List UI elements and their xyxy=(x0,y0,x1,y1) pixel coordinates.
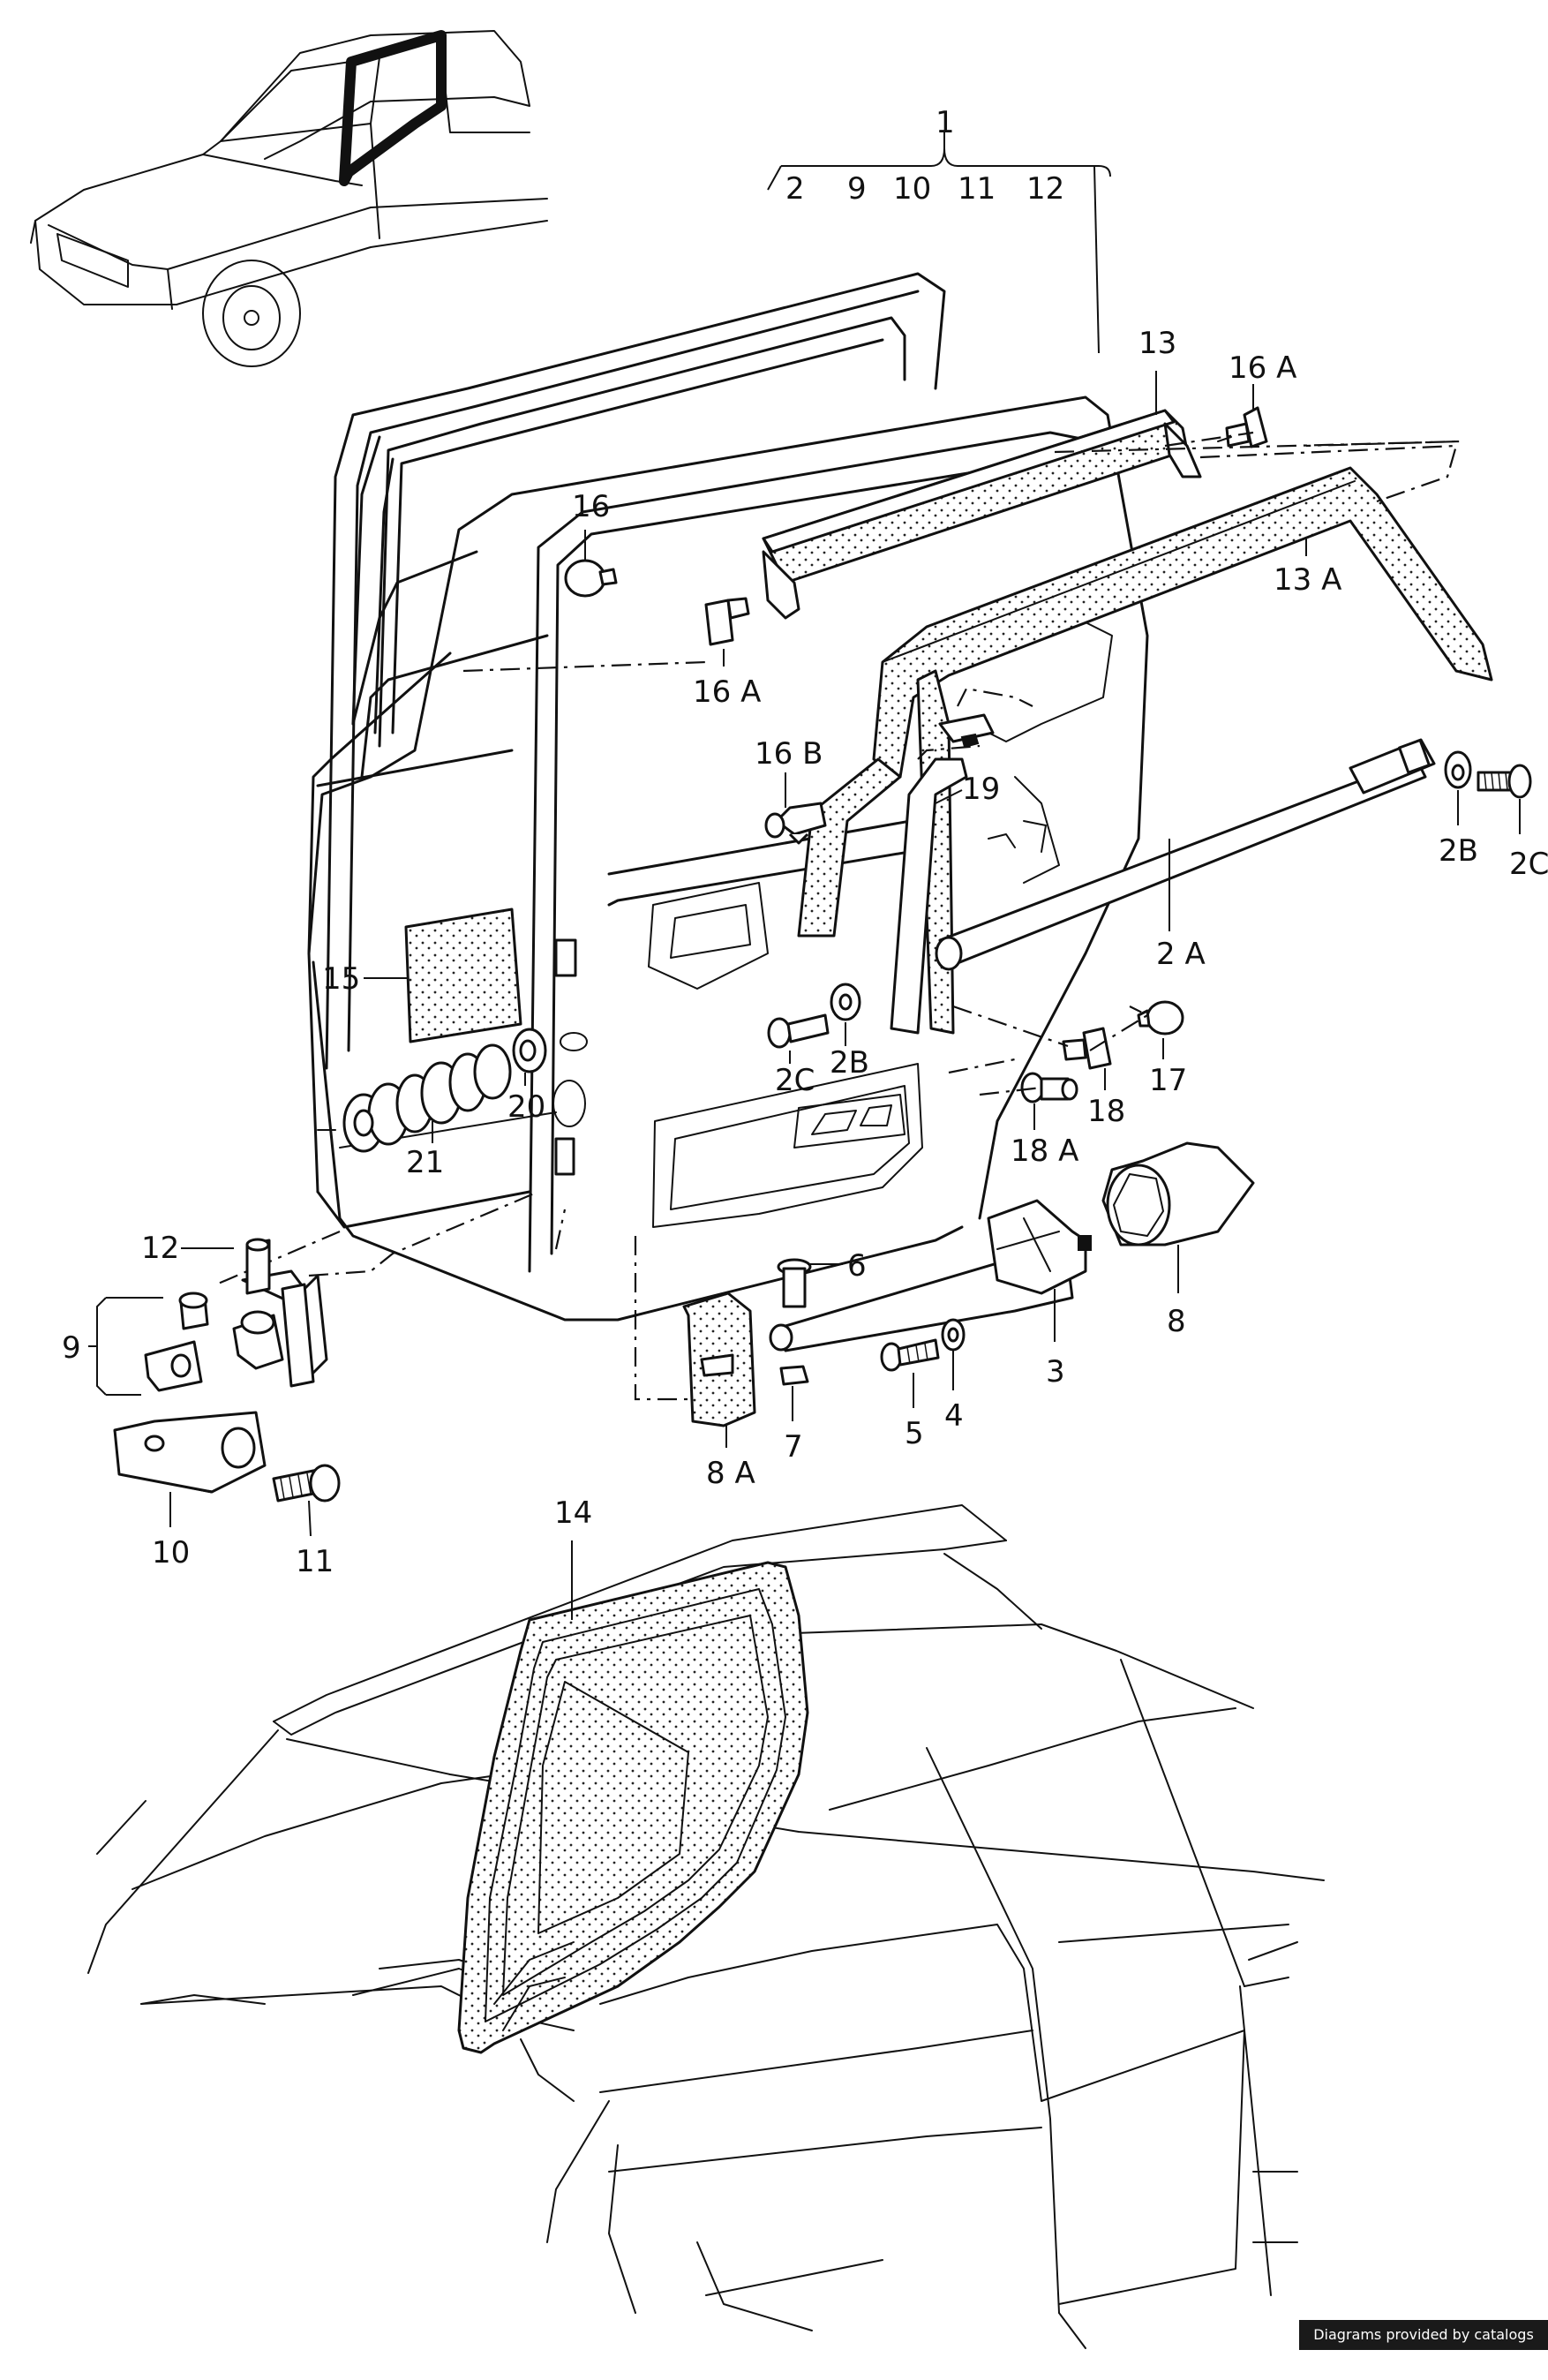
part-2A-window-rod xyxy=(935,738,1436,971)
label-11: 11 xyxy=(958,171,996,207)
label-6: 6 xyxy=(847,1248,867,1284)
label-14: 14 xyxy=(554,1495,592,1531)
part-2C-screw xyxy=(767,1013,830,1049)
part-21-wiring-boot xyxy=(342,1043,512,1153)
part-17-plug xyxy=(1137,1000,1184,1036)
label-7: 7 xyxy=(784,1429,803,1465)
label-13: 13 xyxy=(1138,326,1176,361)
label-5: 5 xyxy=(905,1416,924,1451)
part-16A-top-clip xyxy=(1217,406,1268,448)
label-2: 2 xyxy=(785,171,805,207)
part-2B-washer-right xyxy=(1444,750,1472,789)
label-2C: 2C xyxy=(775,1063,815,1098)
part-16-clip xyxy=(564,559,618,598)
part-4-washer xyxy=(941,1318,966,1352)
label-12: 12 xyxy=(1026,171,1064,207)
label-16A-top: 16 A xyxy=(1229,350,1296,386)
part-19-guide-rail xyxy=(890,713,995,1035)
front-door-outline xyxy=(307,435,557,1229)
part-7-clip xyxy=(779,1365,809,1386)
part-16B-clip xyxy=(764,802,827,845)
callout-leaders xyxy=(88,371,1521,1620)
label-11b: 11 xyxy=(296,1544,334,1579)
label-10: 10 xyxy=(893,171,931,207)
part-14-door-seal xyxy=(457,1561,809,2054)
label-3: 3 xyxy=(1046,1354,1065,1390)
hinge-assembly xyxy=(232,1238,328,1388)
part-2B-washer xyxy=(830,983,861,1021)
label-19: 19 xyxy=(962,772,1000,807)
part-6-pin xyxy=(777,1258,812,1308)
label-16: 16 xyxy=(572,489,610,524)
label-9b: 9 xyxy=(62,1330,81,1366)
callout-labels: 1 2 9 10 11 12 13 16 A 16 13 A 16 A 16 B… xyxy=(62,105,1548,1579)
assembly-leaders xyxy=(215,431,1462,1401)
label-2B-right: 2B xyxy=(1439,833,1478,869)
lower-car-illustration xyxy=(87,1504,1325,2349)
part-8A-foam-block xyxy=(682,1292,756,1427)
label-18: 18 xyxy=(1087,1094,1125,1129)
part-13-window-channel xyxy=(762,409,1202,620)
part-18-clip xyxy=(1062,1027,1112,1070)
label-21: 21 xyxy=(406,1145,444,1180)
part-15-insulation-pad xyxy=(404,908,522,1043)
part-18A-fastener xyxy=(1020,1072,1078,1103)
label-20: 20 xyxy=(507,1089,545,1125)
part-5-screw xyxy=(880,1338,940,1372)
label-16A: 16 A xyxy=(693,674,761,710)
label-15: 15 xyxy=(322,961,360,997)
part-3-door-check xyxy=(769,1199,1092,1352)
footer-credit: Diagrams provided by catalogs parts xyxy=(1299,2320,1548,2373)
label-12b: 12 xyxy=(141,1231,179,1266)
label-1: 1 xyxy=(936,105,955,140)
label-17: 17 xyxy=(1149,1063,1187,1098)
group-bracket-1 xyxy=(767,131,1111,354)
label-2C-right: 2C xyxy=(1509,847,1548,882)
label-8A: 8 A xyxy=(706,1456,755,1491)
part-2C-screw-right xyxy=(1477,764,1532,799)
label-16B: 16 B xyxy=(755,736,823,772)
label-13A: 13 A xyxy=(1274,562,1341,598)
part-20-grommet xyxy=(512,1028,547,1073)
car-overview-illustration xyxy=(30,30,548,367)
part-9-bushing xyxy=(144,1292,209,1392)
label-8: 8 xyxy=(1167,1304,1186,1339)
label-4: 4 xyxy=(944,1398,964,1434)
label-9: 9 xyxy=(847,171,867,207)
rear-door-shell xyxy=(307,395,1149,1322)
label-2B: 2B xyxy=(830,1045,869,1081)
part-8-cover xyxy=(1101,1141,1255,1246)
part-10-hinge-bracket xyxy=(113,1411,267,1494)
part-11-bolt xyxy=(272,1464,341,1503)
label-2A: 2 A xyxy=(1156,937,1206,972)
label-18A: 18 A xyxy=(1011,1134,1078,1169)
part-16A-clip xyxy=(704,597,750,646)
label-10b: 10 xyxy=(152,1535,190,1570)
